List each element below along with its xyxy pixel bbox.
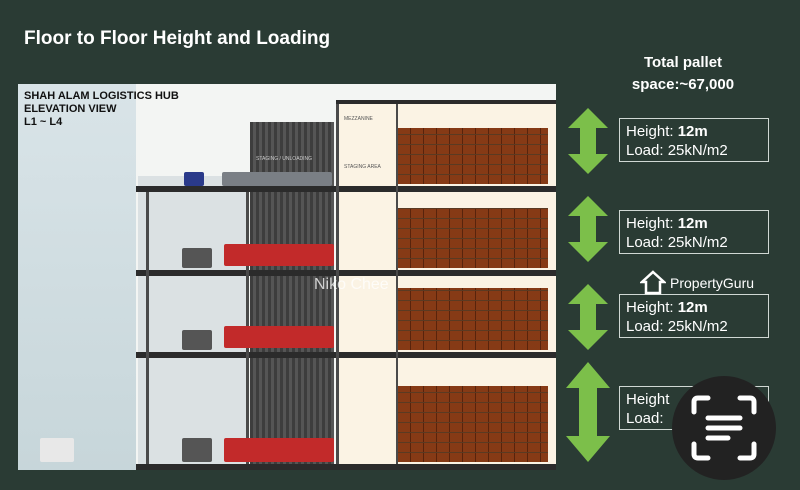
staging-area-label: STAGING AREA [344, 164, 381, 170]
sky-background [18, 84, 136, 470]
column [336, 104, 339, 464]
truck [224, 326, 334, 348]
floor-slab [136, 270, 556, 276]
height-arrow-icon [566, 362, 610, 462]
floor-slab [136, 464, 556, 470]
height-label: Height: [626, 215, 674, 232]
truck [182, 438, 212, 462]
truck [182, 248, 212, 268]
unloading-label: STAGING / UNLOADING [256, 156, 313, 162]
page-title: Floor to Floor Height and Loading [24, 28, 331, 49]
pallet-label: Total pallet [643, 54, 723, 71]
level-info-box: Height: 12m Load: 25kN/m2 [619, 294, 769, 338]
height-label: Height: [626, 123, 674, 140]
floor-slab [136, 186, 556, 192]
truck [40, 438, 74, 462]
load-value: Load: 25kN/m2 [626, 142, 728, 159]
height-label: Height: [626, 299, 674, 316]
floor-slab [136, 352, 556, 358]
pallet-rack-lines [398, 208, 548, 268]
height-arrow-icon [568, 284, 608, 350]
height-arrow-icon [568, 196, 608, 262]
pallet-rack-lines [398, 128, 548, 184]
pallet-rack-lines [398, 288, 548, 350]
pallet-value: space:~67,000 [631, 76, 735, 93]
watermark: Niko Chee [314, 276, 389, 293]
truck [222, 172, 332, 186]
truck [184, 172, 204, 186]
truck [182, 330, 212, 350]
elevation-view: SHAH ALAM LOGISTICS HUB ELEVATION VIEW L… [18, 84, 556, 470]
elevation-label: SHAH ALAM LOGISTICS HUB ELEVATION VIEW L… [24, 90, 179, 129]
height-value: 12m [677, 123, 708, 140]
brand-logo: PropertyGuru [640, 270, 754, 296]
level-info-box: Height: 12m Load: 25kN/m2 [619, 118, 769, 162]
pallet-rack-lines [398, 386, 548, 462]
truck [224, 438, 334, 462]
truck [224, 244, 334, 266]
building-frame [138, 176, 246, 470]
load-value: Load: 25kN/m2 [626, 234, 728, 251]
text-scan-button[interactable] [672, 376, 776, 480]
text-scan-icon [691, 395, 757, 461]
column [146, 192, 149, 464]
column [396, 104, 398, 464]
height-arrow-icon [568, 108, 608, 174]
height-value: 12m [677, 299, 708, 316]
brand-name: PropertyGuru [670, 275, 755, 291]
elevation-label-line1: SHAH ALAM LOGISTICS HUB [24, 90, 179, 102]
load-value: Load: 25kN/m2 [626, 318, 728, 335]
mezzanine-label: MEZZANINE [344, 116, 373, 122]
roof [336, 100, 556, 104]
level-info-box: Height: 12m Load: 25kN/m2 [619, 210, 769, 254]
elevation-label-line3: L1 ~ L4 [24, 116, 63, 128]
height-label: Height [626, 391, 670, 408]
elevation-label-line2: ELEVATION VIEW [24, 103, 117, 115]
height-value: 12m [677, 215, 708, 232]
pallet-summary: Total pallet space:~67,000 [598, 52, 768, 96]
propertyguru-house-icon [640, 270, 666, 295]
load-value: Load: [626, 410, 664, 427]
